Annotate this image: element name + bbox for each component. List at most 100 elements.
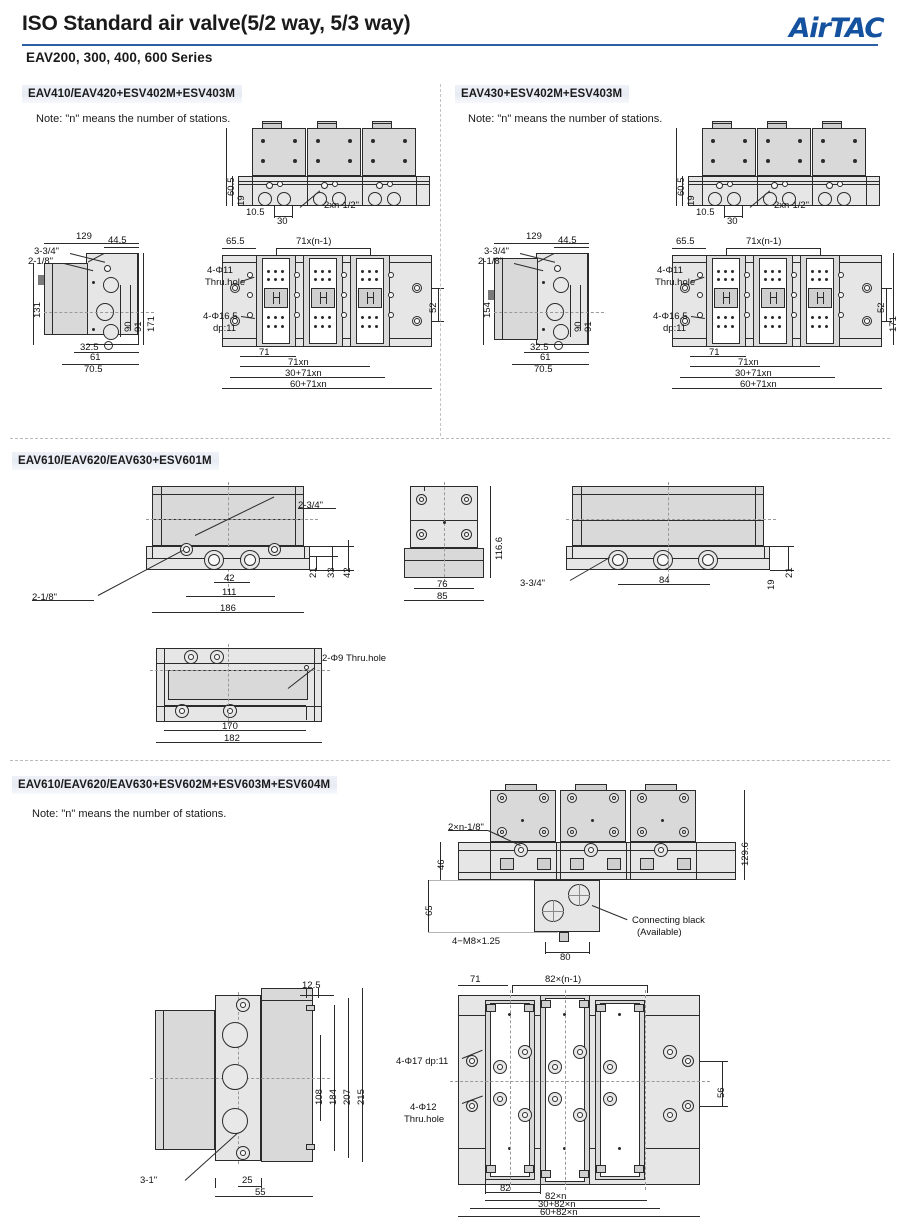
dim-60-5: 60.5 bbox=[226, 177, 237, 197]
dim-70-5-b: 70.5 bbox=[534, 364, 553, 375]
section-note-1: Note: "n" means the number of stations. bbox=[36, 113, 231, 125]
dim-129: 129 bbox=[76, 231, 92, 242]
label-4-phi-12: 4-Φ12 bbox=[410, 1102, 437, 1113]
section-heading-1: EAV410/EAV420+ESV402M+ESV403M bbox=[22, 85, 243, 103]
label-3-1in: 3-1" bbox=[140, 1175, 158, 1186]
page-title: ISO Standard air valve(5/2 way, 5/3 way) bbox=[22, 12, 411, 35]
label-4-phi-16-5: 4-Φ16.5 bbox=[203, 311, 238, 322]
header-rule bbox=[22, 44, 878, 46]
label-2-1-8: 2-1/8" bbox=[32, 592, 58, 603]
dim-32-5: 32.5 bbox=[80, 342, 99, 353]
label-4-phi-11-b: 4-Φ11 bbox=[657, 265, 683, 276]
dim-170: 170 bbox=[222, 721, 238, 732]
dim-80: 80 bbox=[560, 952, 571, 963]
label-dp-11: dp:11 bbox=[213, 323, 237, 334]
dim-19-b: 19 bbox=[686, 195, 697, 206]
section-note-4: Note: "n" means the number of stations. bbox=[32, 808, 227, 820]
dim-21-b: 21 bbox=[784, 567, 795, 578]
label-2xn-1-8: 2×n-1/8" bbox=[448, 822, 484, 833]
section-heading-4: EAV610/EAV620/EAV630+ESV602M+ESV603M+ESV… bbox=[12, 776, 338, 794]
dim-108: 108 bbox=[314, 1089, 325, 1105]
label-thru-hole-1: Thru.hole bbox=[205, 277, 246, 288]
dim-71: 71 bbox=[259, 347, 270, 358]
dim-71-b: 71 bbox=[709, 347, 720, 358]
page-subtitle: EAV200, 300, 400, 600 Series bbox=[26, 50, 213, 65]
dim-215: 215 bbox=[356, 1089, 367, 1105]
dim-82x-n-1: 82×(n-1) bbox=[545, 974, 582, 985]
dim-10-5: 10.5 bbox=[246, 207, 265, 218]
dim-129-6: 129.6 bbox=[740, 842, 751, 866]
dim-52: 52 bbox=[428, 302, 439, 313]
dim-184: 184 bbox=[328, 1089, 339, 1105]
section-heading-3: EAV610/EAV620/EAV630+ESV601M bbox=[12, 452, 219, 470]
dim-70-5: 70.5 bbox=[84, 364, 103, 375]
dim-65: 65 bbox=[424, 905, 435, 916]
label-4-m8: 4−M8×1.25 bbox=[452, 936, 501, 947]
dim-60-71xn: 60+71xn bbox=[290, 379, 327, 390]
dim-21: 21 bbox=[308, 567, 319, 578]
dim-182: 182 bbox=[224, 733, 240, 744]
dim-154: 154 bbox=[482, 302, 493, 318]
dim-207: 207 bbox=[342, 1089, 353, 1105]
dim-60-71xn-b: 60+71xn bbox=[740, 379, 777, 390]
dim-30-b: 30 bbox=[727, 216, 738, 227]
dim-65-5: 65.5 bbox=[226, 236, 245, 247]
dim-56: 56 bbox=[716, 1087, 727, 1098]
section-note-2: Note: "n" means the number of stations. bbox=[468, 113, 663, 125]
dim-91-b: 91 bbox=[583, 321, 594, 332]
label-3-3-4: 3-3/4" bbox=[520, 578, 546, 589]
dim-71x-n-1: 71x(n-1) bbox=[296, 236, 332, 247]
dim-52-b: 52 bbox=[876, 302, 887, 313]
label-2-phi-9-thru: 2-Φ9 Thru.hole bbox=[322, 653, 387, 664]
dim-30-71xn-b: 30+71xn bbox=[735, 368, 772, 379]
dim-30-82xn: 30+82×n bbox=[538, 1199, 576, 1210]
dim-71-s4: 71 bbox=[470, 974, 481, 985]
section-heading-2: EAV430+ESV402M+ESV403M bbox=[455, 85, 630, 103]
label-available: (Available) bbox=[637, 927, 682, 938]
dim-25: 25 bbox=[242, 1175, 253, 1186]
dim-61: 61 bbox=[90, 352, 101, 363]
dim-71xn: 71xn bbox=[288, 357, 309, 368]
label-4-phi-16-5-b: 4-Φ16.5 bbox=[653, 311, 688, 322]
dim-76: 76 bbox=[437, 579, 448, 590]
dim-82xn: 82×n bbox=[545, 1191, 567, 1202]
label-thru-hole-4: Thru.hole bbox=[404, 1114, 445, 1125]
dim-55: 55 bbox=[255, 1187, 266, 1198]
dim-30-71xn: 30+71xn bbox=[285, 368, 322, 379]
dim-186: 186 bbox=[220, 603, 236, 614]
dim-85: 85 bbox=[437, 591, 448, 602]
dim-61-b: 61 bbox=[540, 352, 551, 363]
dim-44-5: 44.5 bbox=[108, 235, 127, 246]
dim-42-v: 42 bbox=[342, 567, 353, 578]
dim-82: 82 bbox=[500, 1183, 511, 1194]
dim-60-82xn: 60+82×n bbox=[540, 1207, 578, 1218]
section-divider-1 bbox=[10, 438, 890, 439]
dim-19: 19 bbox=[236, 195, 247, 206]
dim-32-5-b: 32.5 bbox=[530, 342, 549, 353]
dim-3-3-4: 3-3/4" bbox=[34, 246, 60, 257]
label-dp-11-b: dp:11 bbox=[663, 323, 687, 334]
dim-71x-n-1-b: 71x(n-1) bbox=[746, 236, 782, 247]
dim-116-6: 116.6 bbox=[494, 536, 505, 560]
dim-19-c: 19 bbox=[766, 579, 777, 590]
dim-30: 30 bbox=[277, 216, 288, 227]
dim-44-5-b: 44.5 bbox=[558, 235, 577, 246]
dim-65-5-b: 65.5 bbox=[676, 236, 695, 247]
dim-84: 84 bbox=[659, 575, 670, 586]
column-divider bbox=[440, 84, 441, 436]
dim-60-5-b: 60.5 bbox=[676, 177, 687, 197]
airtac-logo: AirTAC bbox=[788, 13, 885, 44]
dim-12-5: 12.5 bbox=[302, 980, 321, 991]
dim-2-1-8-b: 2-1/8" bbox=[478, 256, 504, 267]
dim-3-3-4-b: 3-3/4" bbox=[484, 246, 510, 257]
dim-171: 171 bbox=[146, 316, 157, 332]
label-2-3-4: 2-3/4" bbox=[298, 500, 324, 511]
section-divider-2 bbox=[10, 760, 890, 761]
label-thru-hole-2: Thru.hole bbox=[655, 277, 696, 288]
dim-2xn-half-b: 2xn-1/2" bbox=[774, 200, 810, 211]
dim-46: 46 bbox=[436, 859, 447, 870]
dim-71xn-b: 71xn bbox=[738, 357, 759, 368]
dim-111: 111 bbox=[222, 587, 237, 598]
label-connecting-black: Connecting black bbox=[632, 915, 705, 926]
